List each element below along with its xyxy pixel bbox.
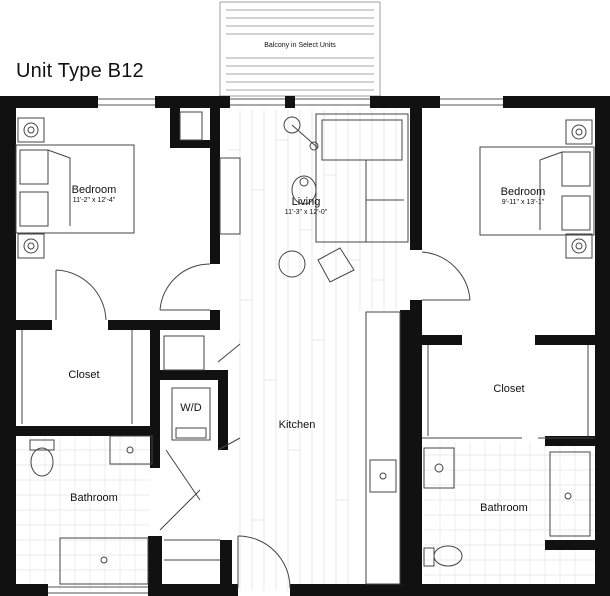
tile-floor-left (16, 436, 150, 590)
room-bathroom-right: Bathroom (480, 502, 528, 514)
room-bedroom-right: Bedroom 9'-11" x 13'-1" (501, 186, 546, 206)
unit-title: Unit Type B12 (16, 60, 144, 82)
windows (48, 98, 503, 594)
room-kitchen: Kitchen (278, 419, 316, 431)
room-dimensions: 11'-2" x 12'-4" (72, 197, 116, 204)
room-dimensions: 11'-3" x 12'-0" (284, 209, 328, 216)
room-dimensions: 9'-11" x 13'-1" (501, 199, 545, 206)
room-laundry: W/D (180, 402, 202, 414)
room-closet-right: Closet (493, 383, 525, 395)
wood-floor (228, 110, 397, 590)
tile-floor-right (424, 442, 595, 590)
balcony (219, 1, 381, 97)
room-name: Living (291, 196, 321, 208)
room-closet-left: Closet (68, 369, 100, 381)
sofa (315, 113, 409, 243)
room-living: Living 11'-3" x 12'-0" (285, 196, 328, 216)
walls (0, 96, 610, 596)
balcony-label: Balcony in Select Units (264, 42, 336, 49)
room-name: Bedroom (500, 186, 546, 198)
fixtures (15, 111, 595, 589)
room-name: Bedroom (71, 184, 117, 196)
bed-right (479, 146, 595, 236)
room-bedroom-left: Bedroom 11'-2" x 12'-4" (72, 184, 117, 204)
room-bathroom-left: Bathroom (70, 492, 118, 504)
bed-left (15, 144, 135, 234)
